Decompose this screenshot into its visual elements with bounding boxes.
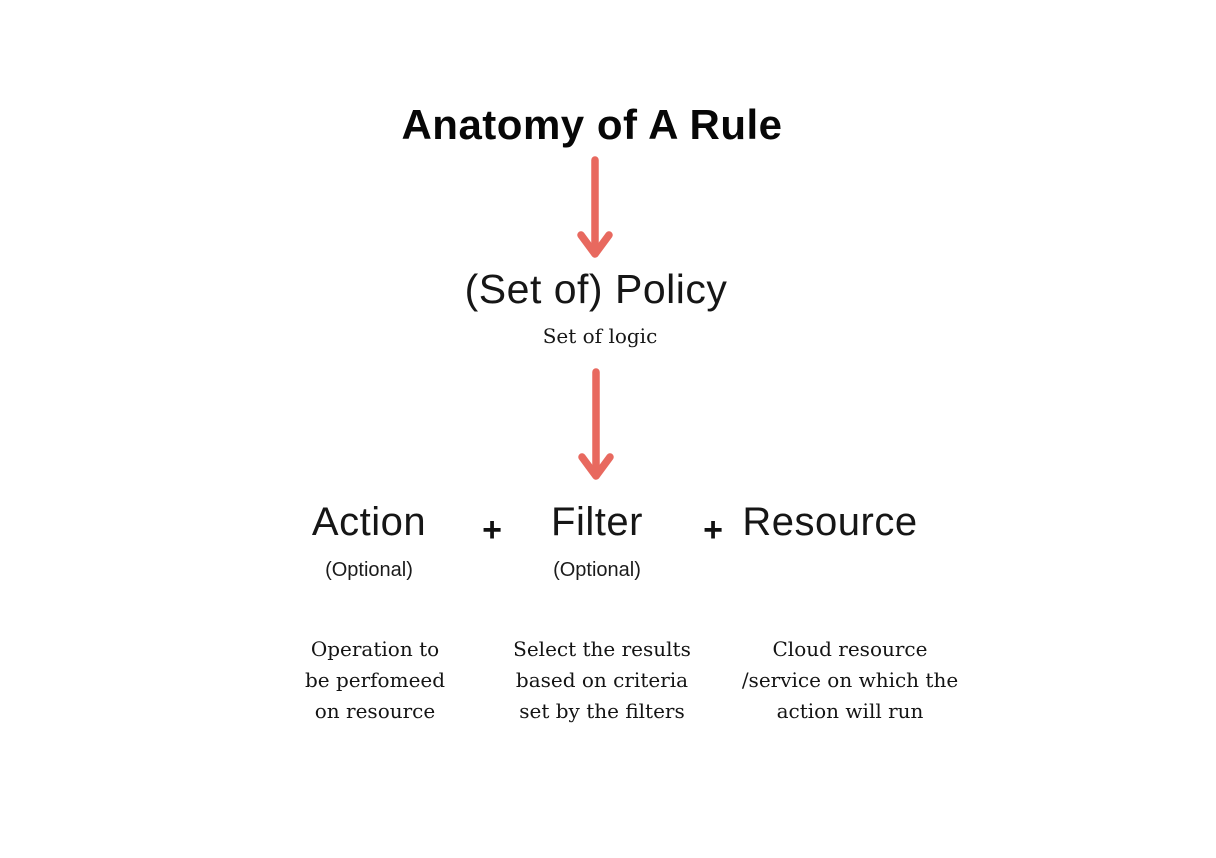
- component-description-resource: Cloud resource /service on which the act…: [742, 634, 958, 727]
- component-label-action: Action: [311, 500, 427, 544]
- component-description-action: Operation to be perfomeed on resource: [305, 634, 445, 727]
- description-line: set by the filters: [519, 699, 685, 723]
- plus-sign: +: [703, 511, 723, 549]
- description-line: action will run: [776, 699, 924, 723]
- component-label-resource: Resource: [742, 500, 918, 544]
- description-line: Select the results: [513, 637, 691, 661]
- diagram-title: Anatomy of A Rule: [401, 101, 783, 148]
- description-line: based on criteria: [515, 668, 689, 692]
- plus-sign: +: [482, 511, 502, 549]
- description-line: on resource: [314, 699, 436, 723]
- arrow-down-icon: [577, 156, 613, 258]
- description-line: /service on which the: [741, 668, 959, 692]
- description-line: be perfomeed: [304, 668, 446, 692]
- description-line: Cloud resource: [772, 637, 928, 661]
- component-description-filter: Select the results based on criteria set…: [513, 634, 691, 727]
- policy-node-label: (Set of) Policy: [464, 266, 728, 312]
- arrow-down-icon: [578, 368, 614, 480]
- description-line: Operation to: [310, 637, 440, 661]
- component-label-filter: Filter: [551, 500, 643, 544]
- optional-tag-filter: (Optional): [553, 559, 641, 581]
- optional-tag-action: (Optional): [325, 559, 413, 581]
- policy-node-subtitle: Set of logic: [542, 324, 658, 348]
